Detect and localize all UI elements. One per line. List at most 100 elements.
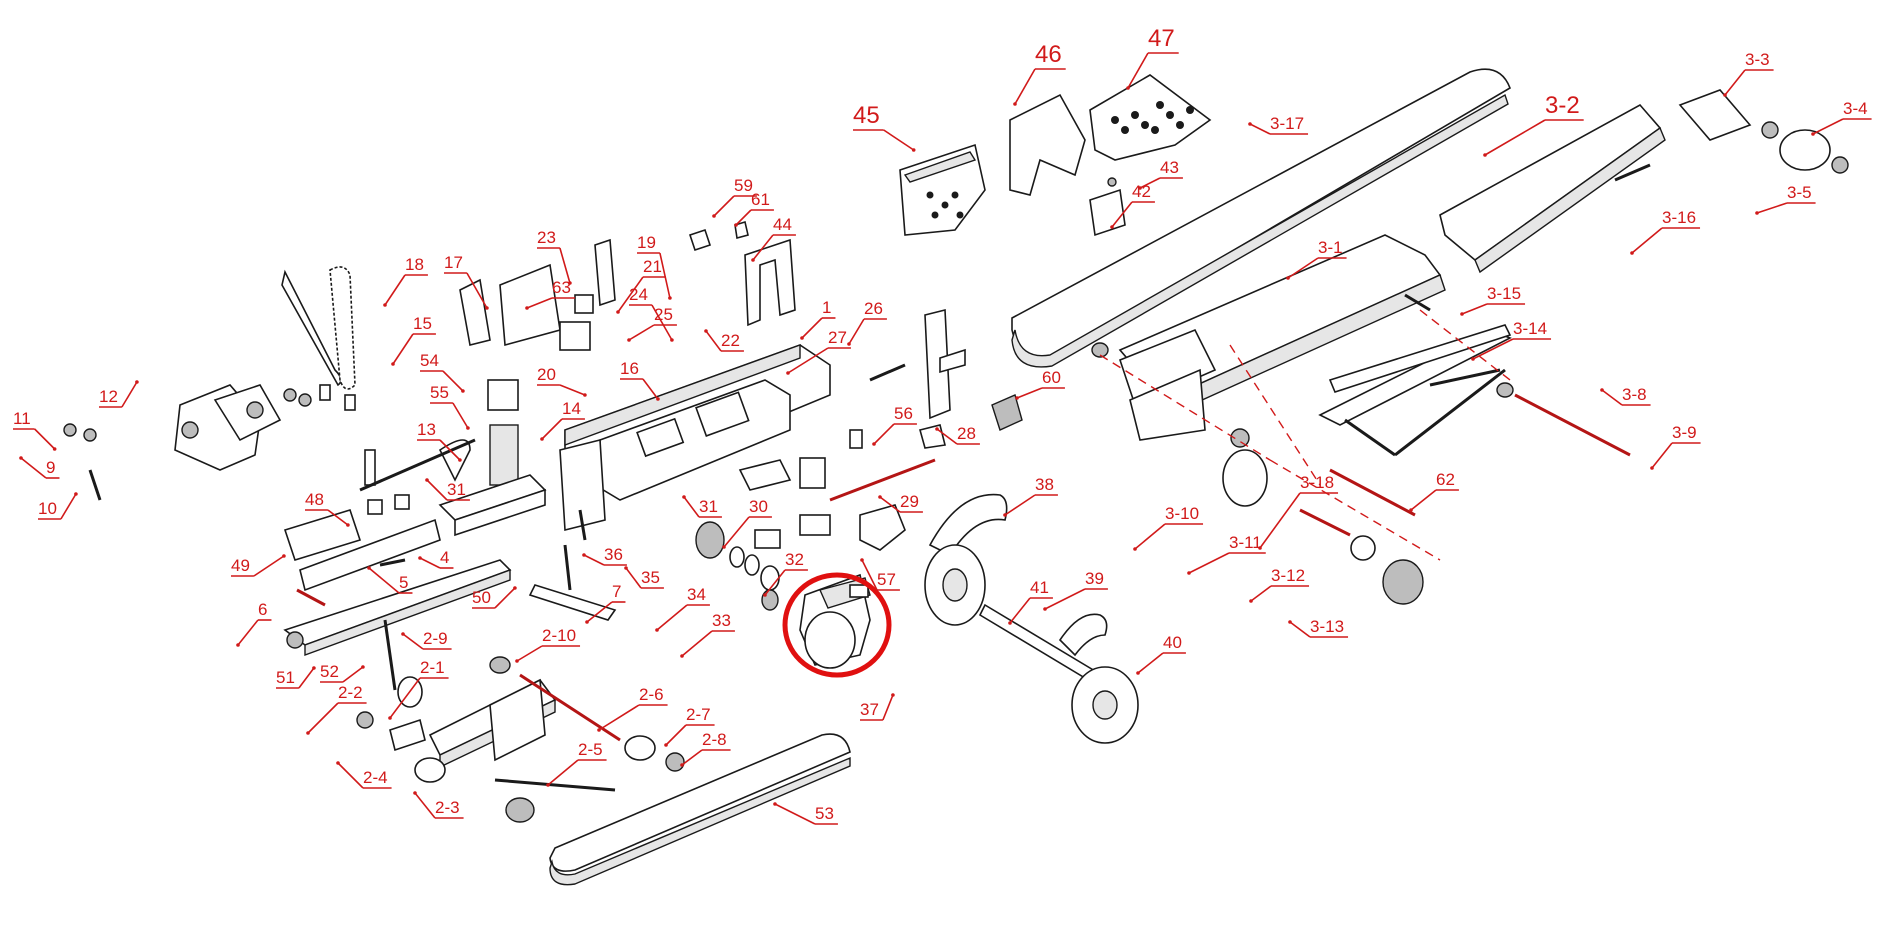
callout-label: 53 — [815, 804, 834, 823]
cylinder-group — [283, 494, 441, 592]
callout-label: 6 — [258, 600, 267, 619]
callout-label: 3-13 — [1310, 617, 1344, 636]
engine — [799, 573, 871, 669]
callout-label: 3-2 — [1545, 92, 1580, 119]
callout-label: 3-9 — [1672, 423, 1697, 442]
callout-label: 3-8 — [1622, 385, 1647, 404]
callout-label: 2-3 — [435, 798, 460, 817]
callout-label: 2-5 — [578, 740, 603, 759]
callout-label: 3-18 — [1300, 473, 1334, 492]
callout-label: 20 — [537, 365, 556, 384]
belt-3-17 — [1011, 68, 1511, 368]
chain-assembly — [63, 266, 356, 501]
lower-assembly — [356, 619, 685, 823]
callout-label: 35 — [641, 568, 660, 587]
callout-labels: 1 2-1 2-2 2-3 2-4 2-5 2-6 2-7 2-8 2-9 2-… — [13, 25, 1868, 823]
callout-label: 19 — [637, 233, 656, 252]
callout-label: 49 — [231, 556, 250, 575]
centre-line-4 — [1419, 309, 1511, 381]
callout-label: 2-6 — [639, 685, 664, 704]
callout-label: 2-9 — [423, 629, 448, 648]
callout-label: 27 — [828, 328, 847, 347]
callout-label: 11 — [13, 409, 31, 428]
callout-label: 32 — [785, 550, 804, 569]
callout-label: 31 — [447, 480, 466, 499]
callout-label: 50 — [472, 588, 491, 607]
callout-label: 28 — [957, 424, 976, 443]
callout-label: 3-3 — [1745, 50, 1770, 69]
callout-label: 43 — [1160, 158, 1179, 177]
callout-label: 31 — [699, 497, 718, 516]
callout-label: 56 — [894, 404, 913, 423]
callout-label: 42 — [1132, 182, 1151, 201]
callout-label: 3-10 — [1165, 504, 1199, 523]
callout-label: 51 — [276, 668, 295, 687]
callout-label: 40 — [1163, 633, 1182, 652]
upper-brackets — [459, 220, 796, 347]
callout-label: 3-17 — [1270, 114, 1304, 133]
callout-label: 5 — [399, 573, 408, 592]
belt-53 — [549, 733, 851, 886]
callout-label: 9 — [46, 458, 55, 477]
callout-label: 24 — [629, 285, 648, 304]
callout-label: 3-4 — [1843, 99, 1868, 118]
callout-label: 2-8 — [702, 730, 727, 749]
callout-label: 29 — [900, 492, 919, 511]
callout-label: 30 — [749, 497, 768, 516]
callout-label: 15 — [413, 314, 432, 333]
callout-label: 44 — [773, 215, 792, 234]
callout-label: 38 — [1035, 475, 1054, 494]
callout-label: 45 — [853, 102, 880, 129]
callout-label: 57 — [877, 570, 896, 589]
right-parts — [1091, 89, 1849, 605]
callout-label: 22 — [721, 331, 740, 350]
callout-label: 59 — [734, 176, 753, 195]
callout-label: 3-14 — [1513, 319, 1547, 338]
callout-label: 25 — [654, 305, 673, 324]
stand — [528, 544, 617, 621]
callout-label: 33 — [712, 611, 731, 630]
callout-label: 60 — [1042, 368, 1061, 387]
centre-line-1 — [1099, 354, 1271, 461]
tray-assembly — [1118, 234, 1512, 457]
callout-label: 34 — [687, 585, 706, 604]
centre-line-3 — [1269, 459, 1441, 561]
valve-and-column — [359, 294, 594, 537]
callout-label: 26 — [864, 299, 883, 318]
callout-label: 55 — [430, 383, 449, 402]
callout-label: 14 — [562, 399, 581, 418]
centre-line-2 — [1229, 344, 1321, 486]
callout-label: 46 — [1035, 41, 1062, 68]
callout-label: 3-12 — [1271, 566, 1305, 585]
callout-label: 63 — [552, 278, 571, 297]
wedge-parts — [849, 308, 1023, 449]
wheel-assembly — [924, 493, 1139, 744]
callout-label: 3-15 — [1487, 284, 1521, 303]
callout-label: 23 — [537, 228, 556, 247]
callout-label: 3-11 — [1229, 533, 1262, 552]
callout-label: 3-5 — [1787, 183, 1812, 202]
callout-label: 4 — [440, 548, 449, 567]
callout-label: 16 — [620, 359, 639, 378]
callout-label: 3-1 — [1318, 238, 1343, 257]
callout-label: 1 — [822, 298, 831, 317]
callout-label: 2-1 — [420, 658, 445, 677]
callout-label: 48 — [305, 490, 324, 509]
hopper-panels — [899, 74, 1212, 237]
callout-label: 17 — [444, 253, 463, 272]
main-beam — [559, 344, 831, 541]
part-drawings — [63, 68, 1849, 886]
callout-label: 47 — [1148, 25, 1175, 52]
callout-label: 36 — [604, 545, 623, 564]
engine-highlight-circle — [782, 572, 892, 678]
callout-label: 3-16 — [1662, 208, 1696, 227]
callout-label: 2-10 — [542, 626, 576, 645]
callout-label: 7 — [612, 582, 621, 601]
callout-label: 2-7 — [686, 705, 711, 724]
tray-3-2 — [1439, 103, 1666, 274]
callout-label: 37 — [860, 700, 879, 719]
callout-label: 39 — [1085, 569, 1104, 588]
base-beam — [283, 559, 512, 657]
callout-label: 52 — [320, 662, 339, 681]
callout-label: 2-4 — [363, 768, 388, 787]
